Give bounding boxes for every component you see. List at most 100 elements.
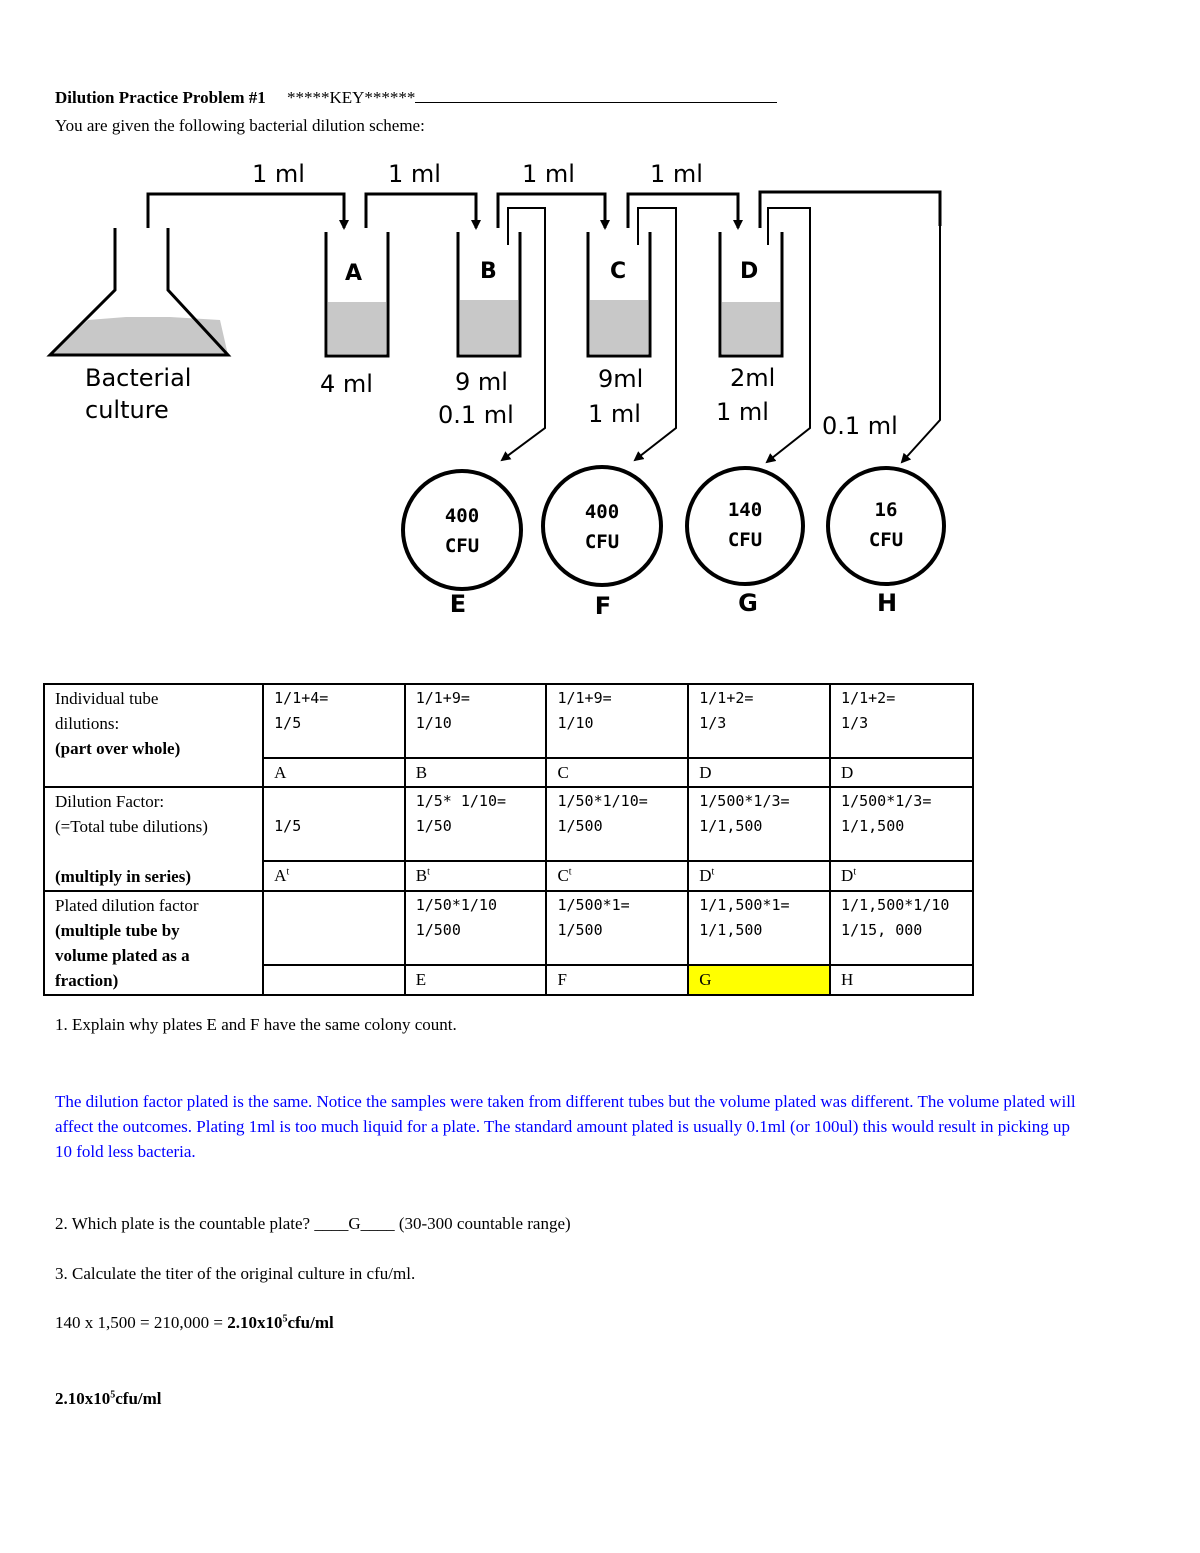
row-label-dilution-factor: Dilution Factor: (=Total tube dilutions)… [42, 786, 265, 892]
answer-1: The dilution factor plated is the same. … [55, 1092, 1076, 1161]
document-title-line: Dilution Practice Problem #1 *****KEY***… [55, 88, 778, 108]
plate-f: 400 CFU F [541, 465, 663, 620]
row-label-text: dilutions: [55, 714, 120, 733]
document-title: Dilution Practice Problem #1 [55, 88, 266, 107]
transfer-label-4: 1 ml [650, 160, 703, 188]
plate-h: 16 CFU H [826, 466, 946, 617]
table-cell: B [403, 757, 548, 788]
table-cell: H [829, 964, 974, 996]
tube-b: B [456, 232, 522, 358]
flask-bacterial-culture [46, 228, 232, 357]
table-cell: At [262, 860, 406, 892]
table-cell [262, 890, 406, 966]
tube-c-volume: 9ml [598, 365, 643, 393]
plate-h-unit: CFU [869, 529, 903, 551]
plate-g-letter: G [738, 589, 758, 617]
row-label-bold: fraction) [55, 971, 119, 990]
table-row: Plated dilution factor (multiple tube by… [42, 890, 974, 996]
table-cell: D [687, 757, 832, 788]
transfer-label-2: 1 ml [388, 160, 441, 188]
plate-g: 140 CFU G [685, 466, 805, 617]
plate-f-count: 400 [585, 501, 619, 523]
tube-a-volume: 4 ml [320, 370, 373, 398]
key-label: *****KEY****** [286, 88, 416, 107]
tube-a: A [324, 232, 390, 358]
row-label-plated-dilution: Plated dilution factor (multiple tube by… [42, 890, 265, 996]
dilution-table: Individual tube dilutions: (part over wh… [42, 683, 974, 996]
row-label-text: Plated dilution factor [55, 896, 199, 915]
transfer-label-1: 1 ml [252, 160, 305, 188]
table-cell: 1/50*1/10=1/500 [545, 786, 690, 862]
row-label-bold: (part over whole) [55, 739, 181, 758]
plate-f-unit: CFU [585, 531, 619, 553]
dilution-scheme-diagram: 1 ml 1 ml 1 ml 1 ml Bacterial culture A … [46, 160, 946, 620]
table-cell: 1/1+4=1/5 [262, 683, 406, 759]
final-answer: 2.10x105cfu/ml [55, 1389, 162, 1408]
table-row: At Bt Ct Dt Dt [44, 860, 974, 892]
plate-f-letter: F [595, 592, 611, 620]
calculation-text: 140 x 1,500 = 210,000 = [55, 1313, 228, 1332]
calculation-line: 140 x 1,500 = 210,000 = 2.10x105cfu/ml [55, 1313, 334, 1333]
question-2-answer: ____G____ [314, 1214, 395, 1233]
plate-e-letter: E [450, 590, 466, 618]
transfer-label-3: 1 ml [522, 160, 575, 188]
intro-text: You are given the following bacterial di… [55, 116, 425, 135]
tube-c-plated: 1 ml [588, 400, 641, 428]
row-label-text: Dilution Factor: [55, 792, 165, 811]
plate-e: 400 CFU E [401, 469, 523, 618]
row-label-text: Individual tube [55, 689, 159, 708]
tube-b-plated: 0.1 ml [438, 401, 514, 429]
table-cell: 1/1,500*1=1/1,500 [687, 890, 832, 966]
table-cell: C [545, 757, 690, 788]
table-cell: Bt [403, 860, 548, 892]
table-cell: D [829, 757, 974, 788]
plating-lines [500, 207, 941, 464]
table-cell: 1/5 [262, 786, 406, 862]
plate-g-unit: CFU [728, 529, 762, 551]
tube-b-volume: 9 ml [455, 368, 508, 396]
row-label-individual: Individual tube dilutions: (part over wh… [42, 683, 265, 788]
table-row: Dilution Factor: (=Total tube dilutions)… [42, 786, 974, 892]
row-label-text: (=Total tube dilutions) [55, 817, 208, 836]
tube-d-letter: D [740, 259, 758, 284]
question-3: 3. Calculate the titer of the original c… [55, 1264, 416, 1283]
question-1: 1. Explain why plates E and F have the s… [55, 1015, 457, 1034]
table-cell: F [545, 964, 690, 996]
question-2: 2. Which plate is the countable plate? _… [55, 1214, 571, 1234]
flask-label-line2: culture [85, 396, 169, 424]
table-cell [262, 964, 406, 996]
title-underline [415, 88, 778, 103]
tube-a-letter: A [345, 261, 362, 286]
table-cell: E [403, 964, 548, 996]
table-cell: 1/5* 1/10=1/50 [403, 786, 548, 862]
tube-c: C [586, 232, 652, 358]
tube-h-plated: 0.1 ml [822, 412, 898, 440]
table-cell: 1/500*1/3=1/1,500 [687, 786, 832, 862]
table-cell: 1/1+9=1/10 [403, 683, 548, 759]
question-2-text: 2. Which plate is the countable plate? [55, 1214, 315, 1233]
table-row: Individual tube dilutions: (part over wh… [42, 683, 974, 788]
table-cell: Dt [829, 860, 974, 892]
table-cell: 1/1+2=1/3 [687, 683, 832, 759]
row-label-bold: (multiply in series) [55, 867, 191, 886]
plate-e-count: 400 [445, 505, 479, 527]
table-cell: 1/500*1/3=1/1,500 [829, 786, 974, 862]
table-cell: A [262, 757, 406, 788]
calculation-result: 2.10x105cfu/ml [227, 1313, 334, 1332]
row-label-bold: (multiple tube by [55, 921, 180, 940]
flask-label-line1: Bacterial [85, 364, 191, 392]
tube-d-volume: 2ml [730, 364, 775, 392]
table-cell: Ct [545, 860, 690, 892]
table-row: E F G H [44, 964, 974, 996]
transfer-lines [146, 190, 942, 230]
table-cell: 1/1+2=1/3 [829, 683, 974, 759]
question-2-range: (30-300 countable range) [394, 1214, 571, 1233]
tube-b-letter: B [480, 259, 497, 284]
table-cell: 1/500*1=1/500 [545, 890, 690, 966]
tube-c-letter: C [610, 259, 626, 284]
table-cell: 1/1+9=1/10 [545, 683, 690, 759]
plate-h-letter: H [877, 589, 897, 617]
table-cell: Dt [687, 860, 832, 892]
